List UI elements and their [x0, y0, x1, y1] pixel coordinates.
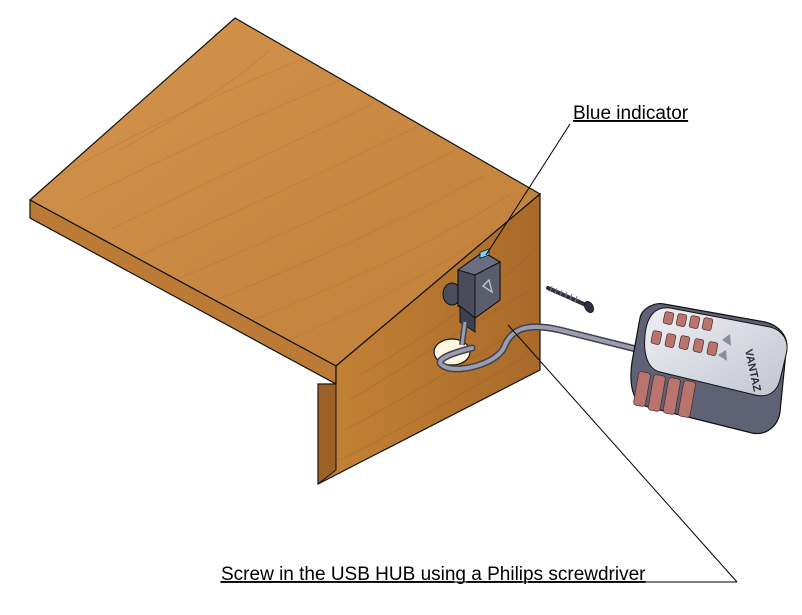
- blue-indicator-leader: [485, 123, 571, 256]
- usb-hub-markings: [718, 334, 731, 361]
- blue-indicator-light: [479, 248, 490, 259]
- usb-hub-ports: [650, 311, 719, 356]
- leader-lines: [220, 123, 738, 583]
- screw-icon: [546, 285, 594, 313]
- blue-indicator-label: Blue indicator: [573, 103, 689, 124]
- device-top-face: [456, 251, 502, 276]
- mounted-usb-device: [442, 248, 502, 346]
- screw-instruction-label: Screw in the USB HUB using a Philips scr…: [221, 564, 646, 585]
- shelf-panel-edge: [317, 383, 337, 486]
- screw-instruction-leader: [507, 324, 738, 583]
- usb-hub: VANTAZ: [630, 303, 788, 435]
- usb-hub-front-stripes: [633, 371, 696, 418]
- device-connector-block: [459, 304, 476, 333]
- device-logo-icon: [481, 278, 494, 294]
- usb-cable: [436, 323, 644, 373]
- wood-grain: [59, 49, 526, 351]
- wooden-shelf: [28, 17, 542, 486]
